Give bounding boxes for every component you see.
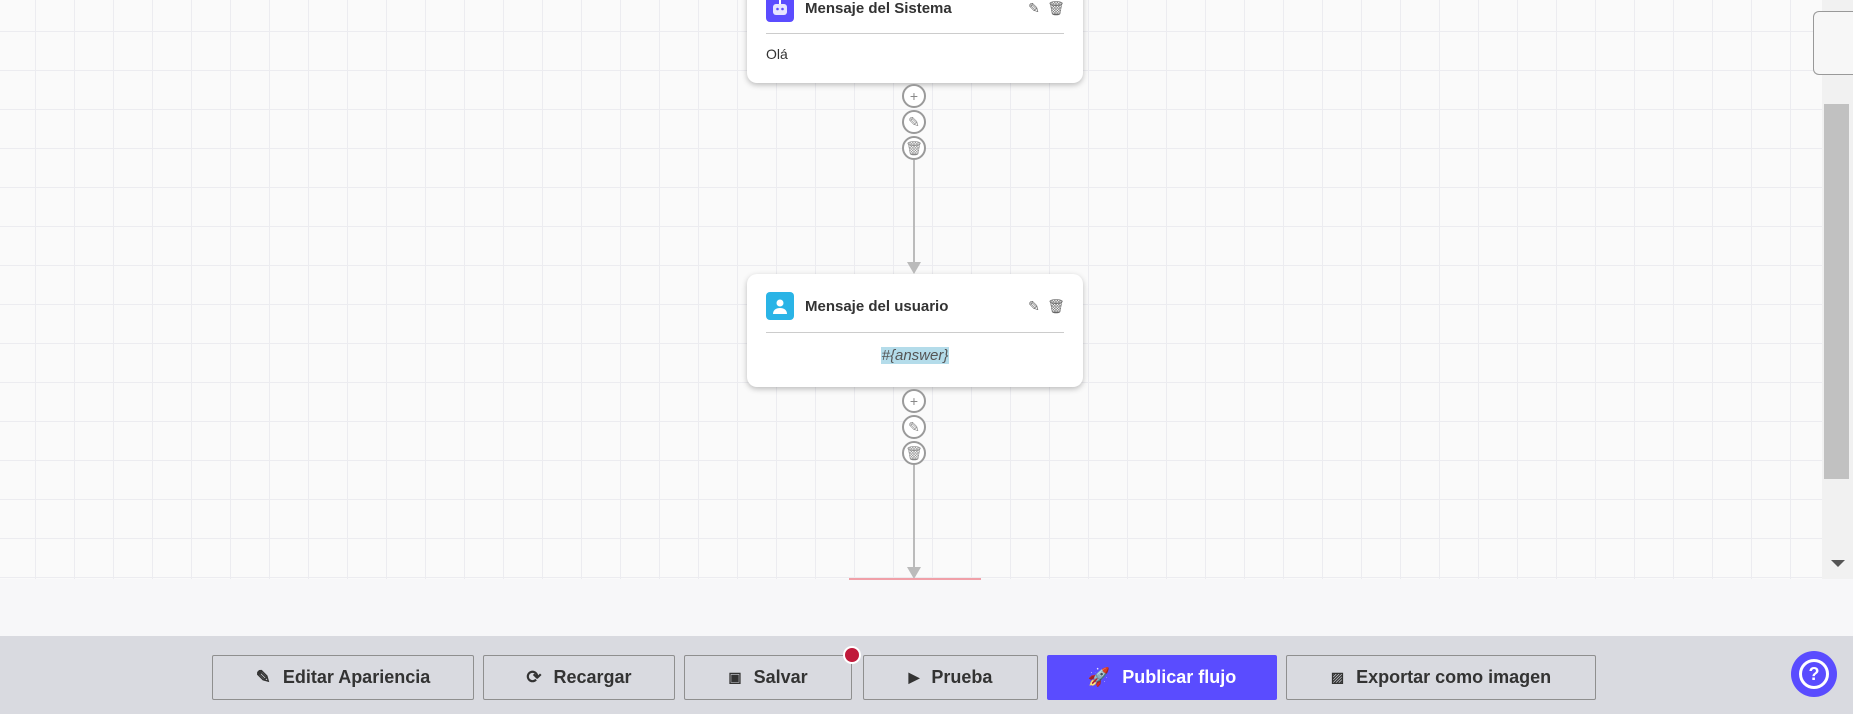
connector-arrow [907, 262, 921, 274]
minimap-panel[interactable] [1813, 11, 1853, 75]
pencil-icon[interactable]: ✎ [1028, 297, 1040, 314]
scrollbar-thumb[interactable] [1824, 104, 1849, 479]
robot-icon [766, 0, 794, 22]
vertical-scrollbar[interactable] [1813, 0, 1853, 579]
floppy-icon: ▣ [728, 669, 742, 685]
refresh-icon: ⟳ [526, 667, 542, 687]
test-button[interactable]: ▶Prueba [863, 655, 1038, 700]
node-system-message[interactable]: Mensaje del Sistema ✎ 🗑 Olá [747, 0, 1083, 83]
edit-icon: ✎ [255, 667, 271, 687]
save-button[interactable]: ▣Salvar [684, 655, 852, 700]
node-title: Mensaje del Sistema [805, 0, 952, 17]
user-icon [766, 292, 794, 320]
node-user-message[interactable]: Mensaje del usuario ✎ 🗑 #{answer} [747, 274, 1083, 387]
connector-line [913, 465, 915, 570]
question-icon: ? [1799, 659, 1829, 689]
delete-connection-button[interactable]: 🗑 [902, 136, 926, 160]
help-button[interactable]: ? [1791, 651, 1837, 697]
reload-button[interactable]: ⟳Recargar [483, 655, 675, 700]
rocket-icon: 🚀 [1087, 667, 1111, 687]
unsaved-indicator [843, 646, 861, 664]
divider [766, 33, 1064, 34]
add-node-button[interactable]: + [902, 389, 926, 413]
next-node-edge [849, 578, 981, 580]
edit-connection-button[interactable]: ✎ [902, 415, 926, 439]
connector-arrow [907, 567, 921, 579]
node-title: Mensaje del usuario [805, 297, 949, 315]
pencil-icon[interactable]: ✎ [1028, 0, 1040, 16]
edit-connection-button[interactable]: ✎ [902, 110, 926, 134]
scroll-down-arrow-icon[interactable] [1831, 560, 1845, 567]
connector-line [913, 160, 915, 264]
divider [766, 332, 1064, 333]
play-icon: ▶ [908, 669, 920, 685]
trash-icon[interactable]: 🗑 [1047, 0, 1065, 16]
publish-flow-button[interactable]: 🚀Publicar flujo [1047, 655, 1277, 700]
image-icon: ▨ [1330, 669, 1345, 685]
export-image-button[interactable]: ▨Exportar como imagen [1286, 655, 1596, 700]
trash-icon[interactable]: 🗑 [1047, 297, 1065, 314]
edit-appearance-button[interactable]: ✎Editar Apariencia [212, 655, 474, 700]
node-body: Olá [766, 46, 788, 62]
footer-toolbar: ✎Editar Apariencia ⟳Recargar ▣Salvar ▶Pr… [0, 636, 1853, 714]
flow-canvas[interactable]: Mensaje del Sistema ✎ 🗑 Olá + ✎ 🗑 Mensaj… [0, 0, 1822, 580]
delete-connection-button[interactable]: 🗑 [902, 441, 926, 465]
node-body-variable: #{answer} [880, 347, 950, 364]
add-node-button[interactable]: + [902, 84, 926, 108]
